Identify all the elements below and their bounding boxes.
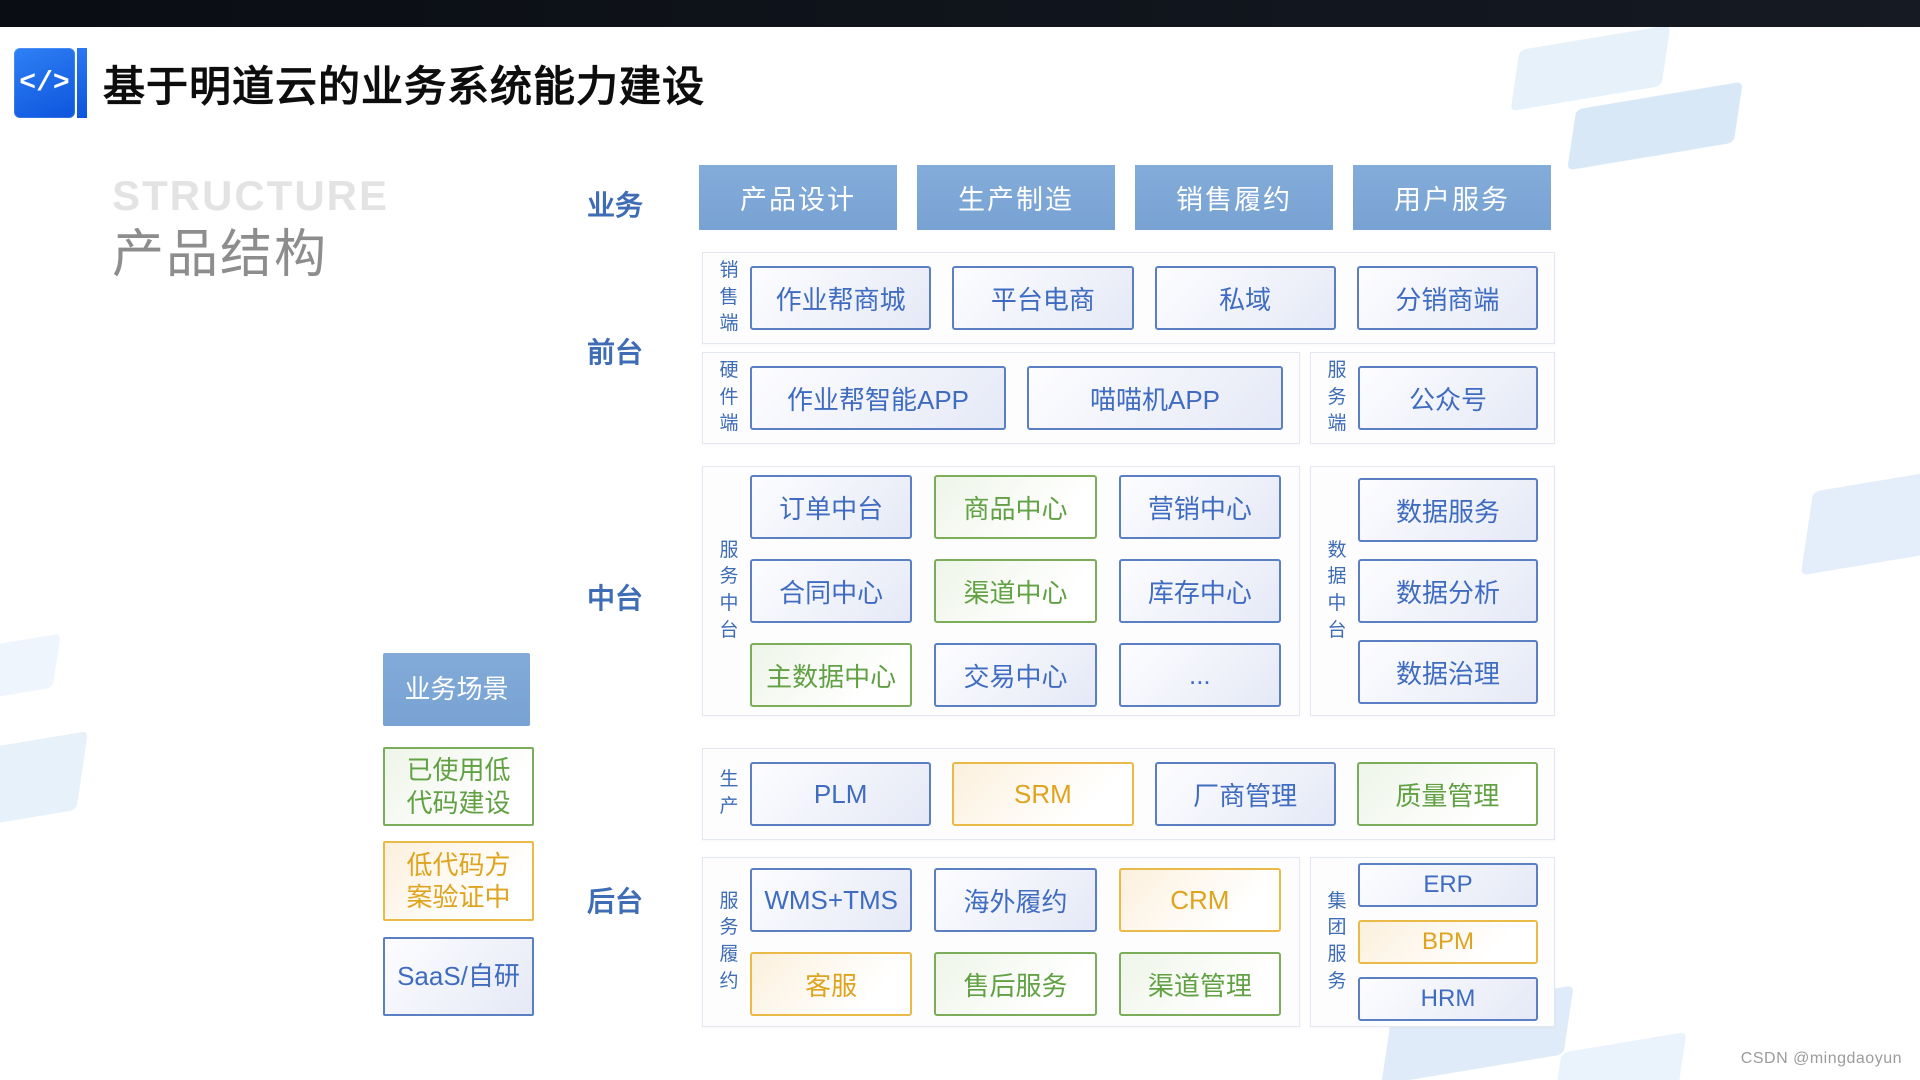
- decor-shape: [1553, 1031, 1687, 1080]
- capability-box: 营销中心: [1118, 475, 1281, 539]
- backend-fulfillment-panel: 服务履约 WMS+TMS 海外履约 CRM 客服 售后服务 渠道管理: [702, 857, 1300, 1027]
- capability-box: 交易中心: [934, 643, 1097, 707]
- service-boxes: 公众号: [1358, 366, 1538, 430]
- group-label-sales: 销售端: [719, 260, 739, 335]
- watermark-credit: CSDN @mingdaoyun: [1740, 1050, 1902, 1067]
- top-dark-bar: [0, 0, 1920, 27]
- row-label-frontend: 前台: [586, 337, 643, 368]
- capability-box: SRM: [952, 762, 1134, 826]
- data-center-stack: 数据服务 数据分析 数据治理: [1358, 478, 1538, 704]
- logo-accent-bar: [77, 48, 87, 118]
- legend-lowcode-built: 已使用低 代码建设: [383, 747, 534, 826]
- group-label-production: 生产: [719, 769, 739, 817]
- capability-box: 作业帮商城: [750, 266, 932, 330]
- capability-box: 售后服务: [934, 952, 1097, 1016]
- group-label-hardware: 硬件端: [719, 360, 739, 435]
- business-item: 用户服务: [1353, 165, 1551, 230]
- capability-box: 订单中台: [750, 475, 913, 539]
- capability-box: 厂商管理: [1154, 762, 1336, 826]
- capability-box: 作业帮智能APP: [750, 366, 1006, 430]
- capability-box: 数据治理: [1358, 640, 1538, 704]
- group-label-service: 服务端: [1327, 360, 1347, 435]
- capability-box: 海外履约: [934, 868, 1097, 932]
- capability-box: ERP: [1358, 863, 1538, 907]
- backend-group-service-panel: 集团服务 ERP BPM HRM: [1310, 857, 1555, 1027]
- group-label-service-center: 服务中台: [719, 539, 739, 641]
- code-logo-icon: </>: [14, 48, 75, 118]
- capability-box: 渠道中心: [934, 559, 1097, 623]
- midstage-data-panel: 数据中台 数据服务 数据分析 数据治理: [1310, 466, 1555, 716]
- capability-box: 渠道管理: [1118, 952, 1281, 1016]
- section-title-product-structure: 产品结构: [112, 226, 329, 284]
- capability-box: 分销商端: [1356, 266, 1538, 330]
- capability-box: 主数据中心: [750, 643, 913, 707]
- page-title: 基于明道云的业务系统能力建设: [103, 62, 706, 110]
- legend-lowcode-validating: 低代码方 案验证中: [383, 841, 534, 921]
- capability-box: 商品中心: [934, 475, 1097, 539]
- capability-box: WMS+TMS: [750, 868, 913, 932]
- capability-box: PLM: [750, 762, 932, 826]
- decor-shape: [1800, 465, 1920, 576]
- capability-box: 数据分析: [1358, 559, 1538, 623]
- business-item: 生产制造: [917, 165, 1115, 230]
- row-label-midstage: 中台: [586, 583, 643, 614]
- capability-box: 合同中心: [750, 559, 913, 623]
- capability-box: 库存中心: [1118, 559, 1281, 623]
- group-label-data-center: 数据中台: [1327, 539, 1347, 641]
- frontend-service-panel: 服务端 公众号: [1310, 352, 1555, 444]
- capability-box: 客服: [750, 952, 913, 1016]
- row-label-business: 业务: [586, 190, 643, 221]
- capability-box: CRM: [1118, 868, 1281, 932]
- group-service-stack: ERP BPM HRM: [1358, 863, 1538, 1021]
- capability-box: 公众号: [1358, 366, 1538, 430]
- midstage-service-panel: 服务中台 订单中台 商品中心 营销中心 合同中心 渠道中心 库存中心 主数据中心…: [702, 466, 1300, 716]
- capability-box: 数据服务: [1358, 478, 1538, 542]
- watermark-structure-en: STRUCTURE: [112, 172, 388, 219]
- group-label-group-service: 集团服务: [1327, 890, 1347, 992]
- capability-box: 质量管理: [1356, 762, 1538, 826]
- legend-business-scene: 业务场景: [383, 653, 530, 726]
- capability-box: HRM: [1358, 977, 1538, 1021]
- business-button-row: 产品设计 生产制造 销售履约 用户服务: [699, 165, 1551, 230]
- sales-boxes: 作业帮商城 平台电商 私域 分销商端: [750, 266, 1538, 330]
- frontend-hardware-panel: 硬件端 作业帮智能APP 喵喵机APP: [702, 352, 1300, 444]
- business-item: 销售履约: [1135, 165, 1333, 230]
- hardware-boxes: 作业帮智能APP 喵喵机APP: [750, 366, 1283, 430]
- capability-box: BPM: [1358, 920, 1538, 964]
- row-label-backend: 后台: [586, 886, 643, 917]
- production-panel: 生产 PLM SRM 厂商管理 质量管理: [702, 748, 1555, 840]
- capability-box: 平台电商: [952, 266, 1134, 330]
- decor-shape: [0, 633, 61, 702]
- service-center-grid: 订单中台 商品中心 营销中心 合同中心 渠道中心 库存中心 主数据中心 交易中心…: [750, 475, 1281, 707]
- group-label-fulfillment: 服务履约: [719, 890, 739, 992]
- legend-saas-selfbuilt: SaaS/自研: [383, 937, 534, 1016]
- capability-box: 私域: [1154, 266, 1336, 330]
- decor-shape: [0, 731, 89, 829]
- frontend-sales-panel: 销售端 作业帮商城 平台电商 私域 分销商端: [702, 252, 1555, 344]
- capability-box: 喵喵机APP: [1027, 366, 1283, 430]
- fulfillment-grid: WMS+TMS 海外履约 CRM 客服 售后服务 渠道管理: [750, 868, 1281, 1016]
- business-item: 产品设计: [699, 165, 897, 230]
- capability-box: ...: [1118, 643, 1281, 707]
- production-boxes: PLM SRM 厂商管理 质量管理: [750, 762, 1538, 826]
